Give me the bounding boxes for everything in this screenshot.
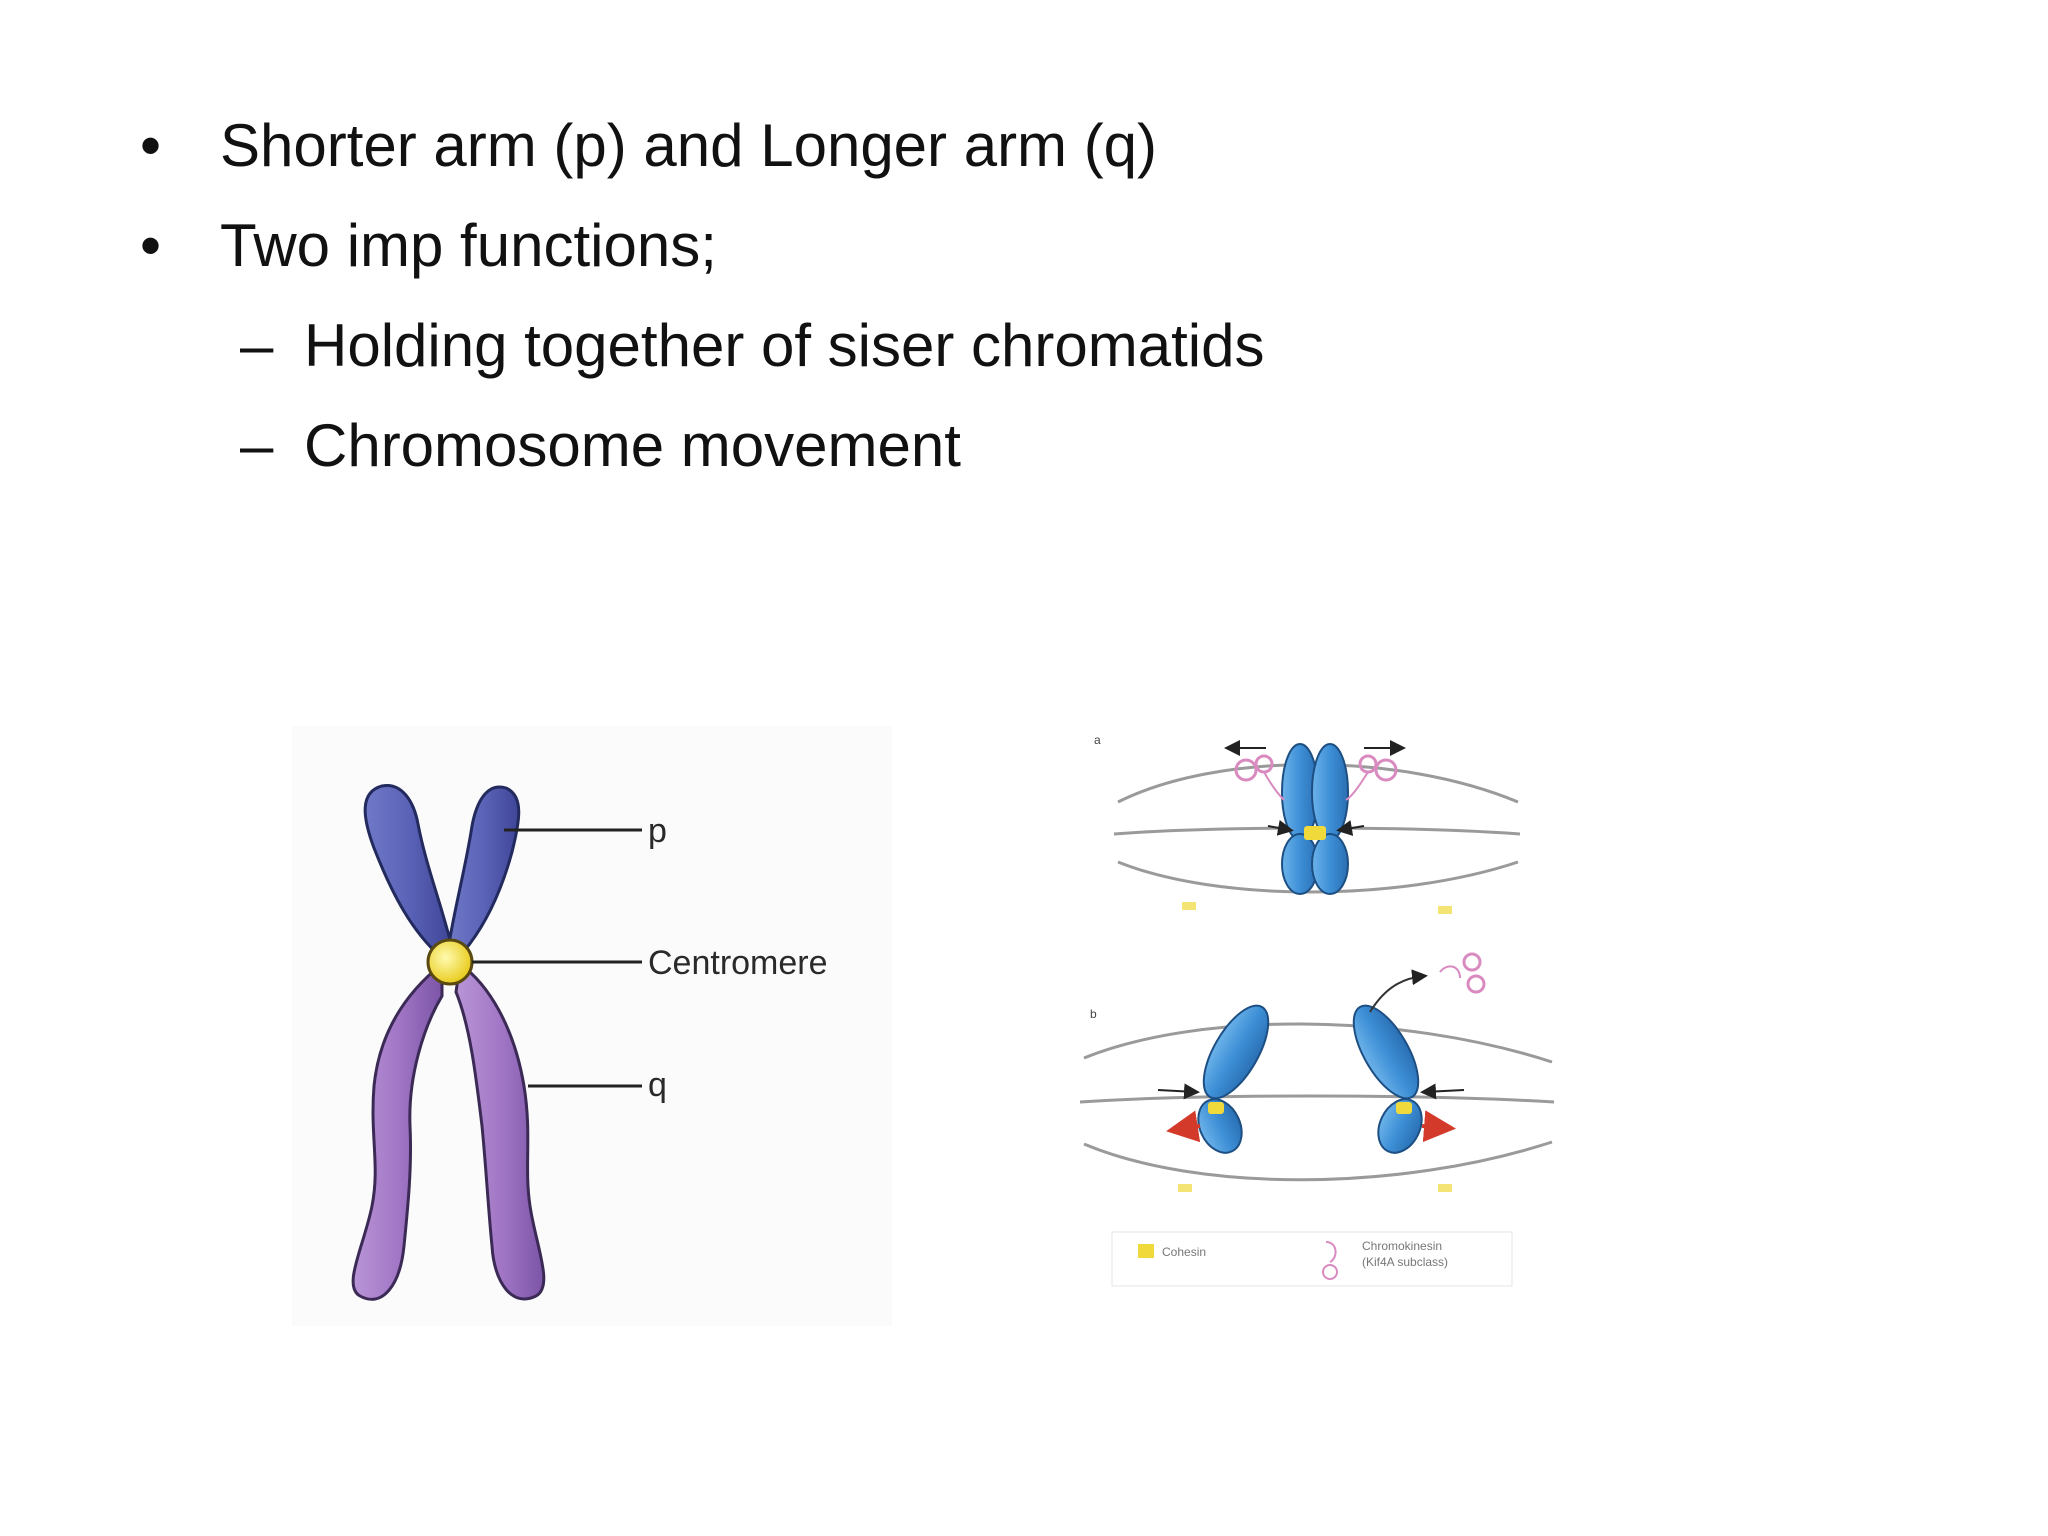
release-arrow-icon [1369,969,1428,1013]
panel-letter-a: a [1094,733,1101,747]
bullet-list: • Shorter arm (p) and Longer arm (q) • T… [140,96,1840,496]
cohesin-mark [1182,902,1196,910]
chromatid-upper-right [1311,743,1349,841]
sub-bullet-text: Chromosome movement [304,412,961,479]
chromosome-diagram: p Centromere q [292,726,892,1326]
legend-motor-icon [1325,1241,1337,1263]
cohesin-mark [1178,1184,1192,1192]
cohesin-block [1208,1102,1224,1114]
q-arm-left [351,960,444,1301]
panel-a [1113,740,1521,914]
legend-chromokinesin-sub: (Kif4A subclass) [1362,1255,1448,1269]
chromatid-lower-right [1311,833,1349,895]
label-centromere: Centromere [648,944,828,982]
motor-icon [1374,758,1398,782]
legend-cohesin-swatch [1138,1244,1154,1258]
legend-cohesin-label: Cohesin [1162,1245,1206,1259]
pull-arrow-icon [1421,1110,1456,1143]
spindle-fiber [1083,1022,1553,1064]
cohesin-block [1396,1102,1412,1114]
arrow-icon [1336,820,1365,836]
motor-stalk [1263,771,1285,801]
spindle-fiber [1083,1140,1553,1182]
bullet-marker: • [140,212,162,279]
chromatid-left [1202,1004,1270,1100]
panel-letter-b: b [1090,1007,1097,1021]
q-arm-right [454,961,546,1301]
cohesin-mark [1438,1184,1452,1192]
arrow-icon [1267,819,1294,836]
label-p: p [648,812,667,850]
arrow-icon [1157,1083,1200,1100]
motor-icon [1466,974,1486,994]
centromere-dot [426,938,474,986]
spindle-fiber [1079,1094,1555,1104]
motor-icon [1462,952,1482,972]
chromatid-right [1352,1004,1420,1100]
sub-bullet-item: – Chromosome movement [140,396,1840,496]
bullet-marker: • [140,112,162,179]
dash-marker: – [240,312,274,379]
sub-bullet-text: Holding together of siser chromatids [304,312,1265,379]
pull-arrow-icon [1166,1110,1201,1143]
p-arm-right [446,785,521,961]
motor-icon [1234,758,1258,782]
dash-marker: – [240,412,274,479]
arrow-icon [1420,1083,1465,1100]
p-arm-left [363,784,454,961]
label-q: q [648,1066,667,1104]
panel-b [1079,952,1555,1192]
sub-bullet-item: – Holding together of siser chromatids [140,296,1840,396]
bullet-text: Shorter arm (p) and Longer arm (q) [220,112,1158,179]
bullet-item: • Shorter arm (p) and Longer arm (q) [140,96,1840,196]
legend-box [1111,1231,1513,1287]
spindle-fiber [1117,860,1519,894]
motor-stalk [1345,771,1369,801]
cohesin-mark [1438,906,1452,914]
legend-chromokinesin-label: Chromokinesin [1362,1239,1442,1253]
bullet-text: Two imp functions; [220,212,717,279]
bullet-item: • Two imp functions; [140,196,1840,296]
cohesin-block [1304,826,1326,840]
chromosome-movement-diagram: a b [1068,722,1568,1302]
legend: Cohesin Chromokinesin (Kif4A subclass) [1111,1231,1513,1287]
motor-stalk [1439,965,1461,979]
legend-motor-icon [1322,1264,1338,1280]
